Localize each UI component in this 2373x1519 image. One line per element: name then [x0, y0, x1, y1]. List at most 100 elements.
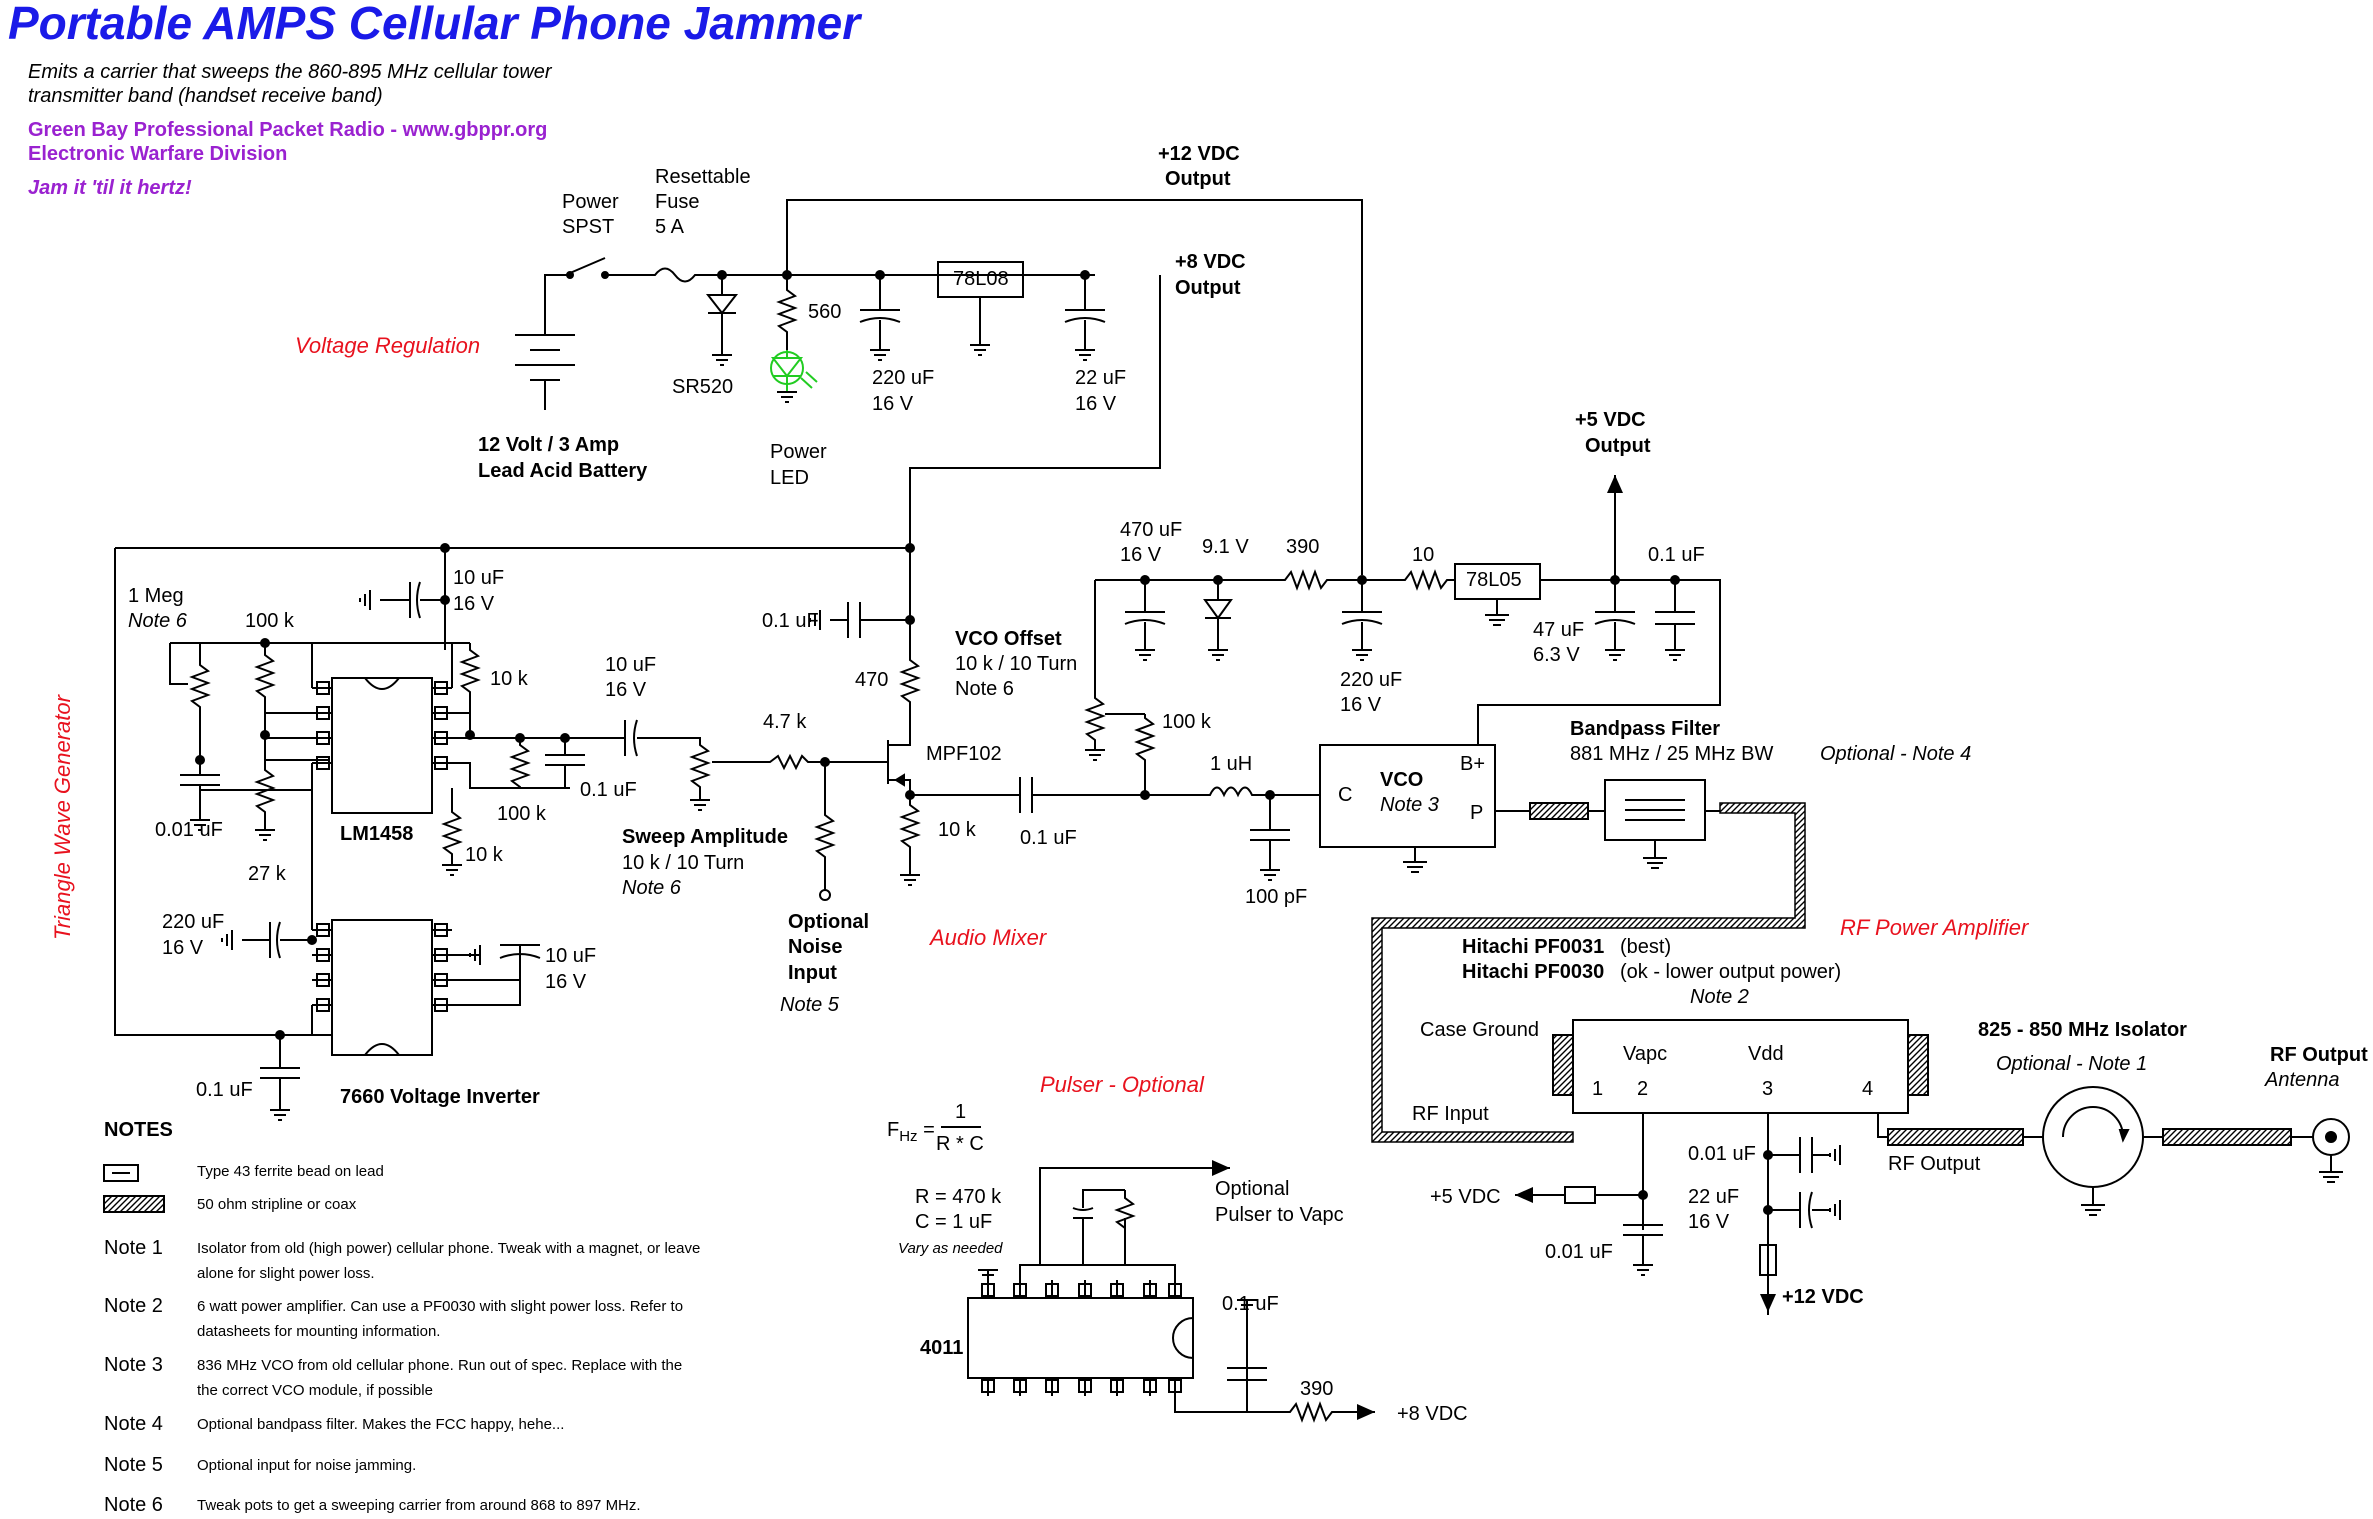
resistor-10k-fet [899, 795, 921, 886]
c10c-label: 10 uF [545, 945, 597, 967]
noise-label-2: Noise [788, 936, 843, 958]
cap-01uf-inv [260, 1035, 300, 1121]
note5-label: Note 5 [104, 1454, 163, 1476]
formula-den: R * C [936, 1133, 984, 1155]
cap-10uf-coupling [620, 719, 690, 757]
c01a-label: 0.1 uF [580, 779, 637, 801]
bpf-label-2: 881 MHz / 25 MHz BW [1570, 743, 1774, 765]
c220-vco-label: 220 uF [1340, 669, 1403, 691]
fuse-label-1: Resettable [655, 166, 751, 188]
cap-01uf-5v [1655, 580, 1695, 661]
pin-1: 1 [1592, 1078, 1604, 1100]
r470-label: 470 [855, 669, 889, 691]
isolator-label-2: Optional - Note 1 [1996, 1053, 2148, 1075]
c220b-volt: 16 V [162, 937, 204, 959]
pin-2: 2 [1637, 1078, 1649, 1100]
out8-label-2: Output [1175, 277, 1241, 299]
cap-47uf [1594, 580, 1636, 661]
out12-label-2: Output [1165, 168, 1231, 190]
v8-pulser-label: +8 VDC [1397, 1403, 1468, 1425]
r10kb-label: 10 k [465, 844, 503, 866]
legend-stripline [103, 1195, 165, 1213]
notes-heading: NOTES [104, 1119, 173, 1141]
legend-stripline-text: 50 ohm stripline or coax [197, 1196, 357, 1213]
c22-vdd-volt: 16 V [1688, 1211, 1730, 1233]
fet-mpf102 [880, 740, 911, 795]
r100k-vco-label: 100 k [1162, 711, 1211, 733]
led-label-2: LED [770, 467, 809, 489]
rf-output-label: RF Output [1888, 1153, 1981, 1175]
antenna-label-2: Antenna [2265, 1069, 2340, 1091]
diode-sr520 [705, 275, 739, 355]
cap-001uf-vdd [1768, 1137, 1841, 1173]
c220-volt: 16 V [872, 393, 914, 415]
c22-vdd-label: 22 uF [1688, 1186, 1740, 1208]
ic-lm1458 [331, 677, 433, 814]
case-ground-label: Case Ground [1420, 1019, 1539, 1041]
note1-line2: alone for slight power loss. [197, 1265, 375, 1282]
r390-label: 390 [1286, 536, 1320, 558]
cap-10uf-top [380, 581, 445, 619]
resistor-470k [1114, 1190, 1136, 1230]
cap-01uf-pulser [1227, 1300, 1267, 1412]
vapc-label: Vapc [1623, 1043, 1668, 1065]
cap-470uf [1124, 580, 1166, 661]
note1-label: Note 1 [104, 1237, 163, 1259]
offset-label-2: 10 k / 10 Turn [955, 653, 1078, 675]
c470-label: 470 uF [1120, 519, 1183, 541]
fuse-label-2: Fuse [655, 191, 700, 213]
battery-symbol [515, 300, 575, 410]
c10b-volt: 16 V [605, 679, 647, 701]
rf-input-label: RF Input [1412, 1103, 1489, 1125]
r1meg-label: 1 Meg [128, 585, 184, 607]
section-audio-mixer: Audio Mixer [930, 925, 1047, 950]
section-rf-power-amp: RF Power Amplifier [1840, 915, 2029, 940]
c01-out-label: 0.1 uF [1020, 827, 1077, 849]
r10ka-label: 10 k [490, 668, 528, 690]
antenna-label-1: RF Output [2270, 1044, 2368, 1066]
pulser-c: C = 1 uF [915, 1211, 993, 1233]
vco-pin-c: C [1338, 784, 1353, 806]
r100k-label: 100 k [245, 610, 294, 632]
r100kb-label: 100 k [497, 803, 546, 825]
bpf-label-1: Bandpass Filter [1570, 718, 1721, 740]
pot-vco-offset [1084, 690, 1145, 761]
c10b-label: 10 uF [605, 654, 657, 676]
c47-label: 47 uF [1533, 619, 1585, 641]
pulser-out-2: Pulser to Vapc [1215, 1204, 1344, 1226]
reg5-label: 78L05 [1466, 569, 1522, 591]
resistor-10 [1362, 569, 1455, 591]
resistor-10k-b [441, 788, 463, 876]
v12-label: +12 VDC [1782, 1286, 1864, 1308]
cap-220uf-inv [242, 921, 312, 959]
c001-label: 0.01 uF [155, 819, 223, 841]
cap-01uf-mixer [830, 602, 910, 638]
formula-num: 1 [955, 1101, 967, 1123]
page-title: Portable AMPS Cellular Phone Jammer [8, 0, 861, 49]
fuse-label-3: 5 A [655, 216, 684, 238]
l1-label: 1 uH [1210, 753, 1253, 775]
note2-label: Note 2 [104, 1295, 163, 1317]
out5-label-1: +5 VDC [1575, 409, 1646, 431]
v5-label: +5 VDC [1430, 1186, 1501, 1208]
pin-4: 4 [1862, 1078, 1874, 1100]
amp-part-2: Hitachi PF0030 [1462, 961, 1605, 983]
resistor-100k-b [509, 738, 531, 788]
isolator-label-1: 825 - 850 MHz Isolator [1978, 1019, 2187, 1041]
c10a-label: 10 uF [453, 567, 505, 589]
c22-label: 22 uF [1075, 367, 1127, 389]
vco-module [1319, 744, 1496, 848]
offset-label-1: VCO Offset [955, 628, 1062, 650]
r560-label: 560 [808, 301, 842, 323]
intro-line-2: transmitter band (handset receive band) [28, 85, 383, 107]
resistor-noise [814, 762, 836, 890]
isolator-symbol [2042, 1086, 2144, 1188]
ic2-label: 7660 Voltage Inverter [340, 1086, 540, 1108]
cap-220uf-vco [1341, 580, 1383, 661]
c470-volt: 16 V [1120, 544, 1162, 566]
resistor-100k-vco [1134, 714, 1156, 795]
c22-volt: 16 V [1075, 393, 1117, 415]
vco-note: Note 3 [1380, 794, 1439, 816]
c220b-label: 220 uF [162, 911, 225, 933]
